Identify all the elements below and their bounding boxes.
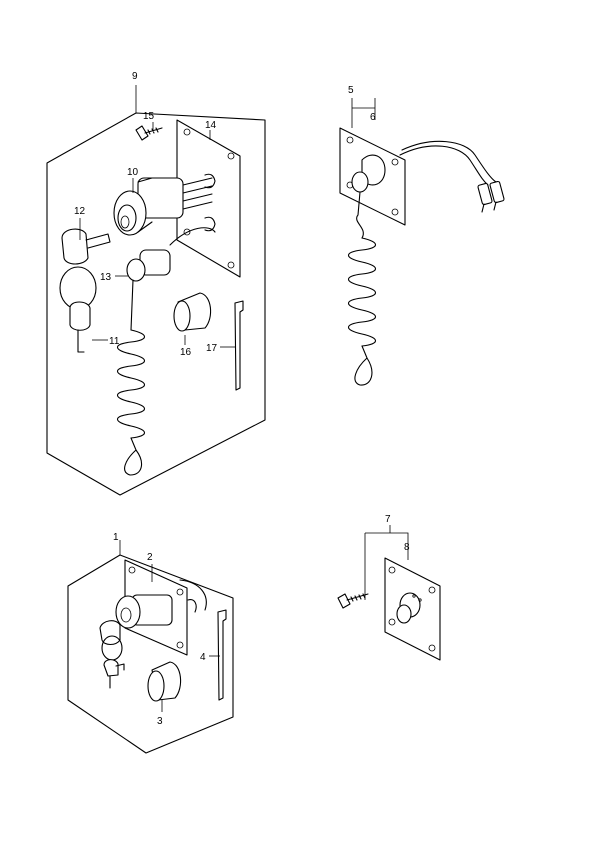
switch-plate-8: [384, 557, 441, 661]
callout-8: 8: [404, 542, 410, 553]
switch-7-group: 7 8: [337, 514, 441, 661]
callout-3: 3: [157, 716, 163, 727]
callout-2: 2: [147, 552, 153, 563]
callout-10: 10: [127, 167, 139, 178]
callout-15: 15: [143, 111, 155, 122]
leader-7-bracket: [364, 525, 409, 600]
callout-1: 1: [113, 532, 119, 543]
key-11: [69, 301, 91, 353]
callout-9: 9: [132, 71, 138, 82]
callout-7: 7: [385, 514, 391, 525]
callout-17: 17: [206, 343, 218, 354]
kit-1-outline: [67, 554, 234, 754]
stop-switch-5-group: 5 6: [339, 85, 505, 386]
panel-plate-14: [176, 119, 241, 278]
key-switch-10: [113, 177, 213, 236]
key-12: [59, 228, 111, 310]
callout-4: 4: [200, 652, 206, 663]
kit-9-outline: [46, 112, 266, 496]
cable-tie-4: [217, 609, 227, 701]
leader-5-bracket: [351, 98, 376, 128]
kit-9-group: 9 15 14 10 12 13 11 16 17: [46, 71, 266, 496]
switch-plate-6: [339, 127, 406, 226]
lanyard-cord: [347, 191, 377, 386]
cap-16: [173, 292, 212, 332]
stop-switch-13: [116, 227, 216, 476]
kit-1-group: 1 2: [67, 532, 234, 754]
wire-harness: [399, 140, 505, 213]
key-switch-2: [115, 594, 173, 629]
cap-3: [147, 661, 182, 702]
callout-6: 6: [370, 112, 376, 123]
callout-14: 14: [205, 120, 217, 131]
callout-16: 16: [180, 347, 192, 358]
callout-13: 13: [100, 272, 112, 283]
callout-5: 5: [348, 85, 354, 96]
keys-pair: [99, 620, 125, 689]
callout-11: 11: [109, 336, 120, 347]
cable-tie-17: [234, 300, 244, 391]
callout-12: 12: [74, 206, 86, 217]
screw-tapping: [337, 593, 369, 609]
screw-15: [135, 125, 163, 141]
